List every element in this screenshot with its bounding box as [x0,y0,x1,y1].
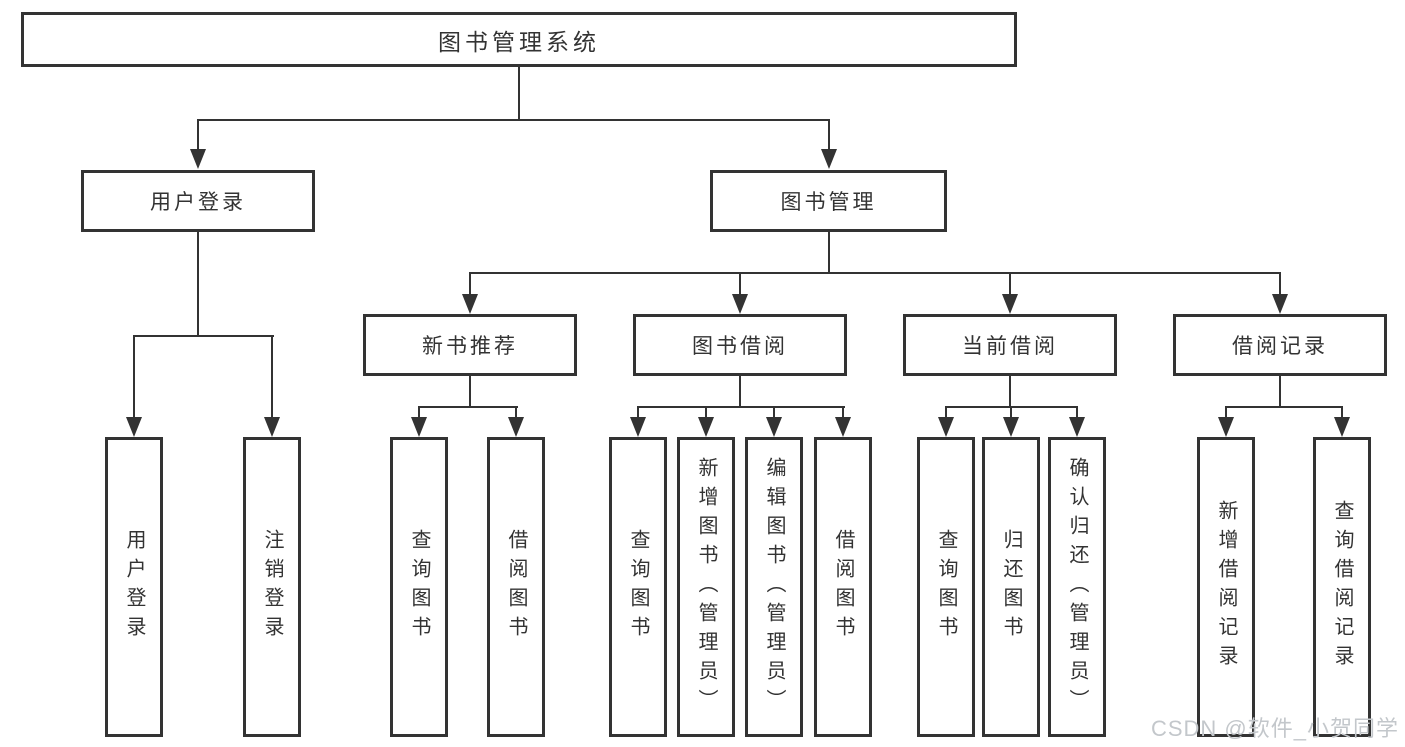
node-borrowing-records: 借阅记录 [1173,314,1387,376]
connector-line [1279,272,1281,295]
node-leaf-logout: 注销登录 [243,437,301,737]
connector-line [1009,376,1011,407]
connector-arrow-down-icon [630,417,646,437]
connector-arrow-down-icon [264,417,280,437]
node-leaf-borrow-books: 借阅图书 [814,437,872,737]
node-leaf-edit-books-admin-label: 编辑图书（管理员） [763,456,785,718]
node-leaf-user-login: 用户登录 [105,437,163,737]
connector-line [1076,406,1078,418]
connector-arrow-down-icon [1334,417,1350,437]
node-leaf-add-borrow-record: 新增借阅记录 [1197,437,1255,737]
connector-line [469,376,471,407]
connector-line [418,406,420,418]
node-leaf-query-books-current: 查询图书 [917,437,975,737]
node-root-system: 图书管理系统 [21,12,1017,67]
node-leaf-return-books: 归还图书 [982,437,1040,737]
connector-arrow-down-icon [1003,417,1019,437]
node-leaf-borrow-books-recommend: 借阅图书 [487,437,545,737]
connector-line [637,406,845,408]
connector-arrow-down-icon [698,417,714,437]
node-leaf-query-books-borrowing: 查询图书 [609,437,667,737]
node-leaf-confirm-return-admin: 确认归还（管理员） [1048,437,1106,737]
connector-line [1225,406,1227,418]
connector-line [1010,406,1012,418]
connector-line [133,335,135,418]
node-book-management: 图书管理 [710,170,947,232]
node-leaf-borrow-books-label: 借阅图书 [832,529,854,645]
connector-arrow-down-icon [1218,417,1234,437]
node-leaf-query-books-recommend: 查询图书 [390,437,448,737]
node-leaf-query-books-borrowing-label: 查询图书 [627,529,649,645]
connector-line [197,232,199,336]
node-leaf-logout-label: 注销登录 [261,529,283,645]
node-book-borrowing: 图书借阅 [633,314,847,376]
node-leaf-query-books-current-label: 查询图书 [935,529,957,645]
connector-line [1279,376,1281,407]
connector-line [469,272,471,295]
connector-arrow-down-icon [126,417,142,437]
connector-line [739,376,741,407]
node-leaf-query-borrow-record: 查询借阅记录 [1313,437,1371,737]
csdn-watermark: CSDN @软件_小贺同学 [1150,716,1399,741]
connector-arrow-down-icon [835,417,851,437]
connector-line [1341,406,1343,418]
node-leaf-confirm-return-admin-label: 确认归还（管理员） [1066,456,1088,718]
connector-line [828,119,830,151]
node-leaf-borrow-books-recommend-label: 借阅图书 [505,529,527,645]
node-leaf-return-books-label: 归还图书 [1000,529,1022,645]
connector-arrow-down-icon [508,417,524,437]
node-current-borrowing: 当前借阅 [903,314,1117,376]
node-leaf-add-books-admin: 新增图书（管理员） [677,437,735,737]
connector-arrow-down-icon [1069,417,1085,437]
connector-line [469,272,1281,274]
connector-arrow-down-icon [1272,294,1288,314]
connector-line [197,119,199,151]
node-user-login: 用户登录 [81,170,315,232]
connector-line [705,406,707,418]
connector-line [828,232,830,273]
node-leaf-add-books-admin-label: 新增图书（管理员） [695,456,717,718]
connector-arrow-down-icon [462,294,478,314]
connector-line [133,335,274,337]
connector-line [518,67,520,120]
node-leaf-query-books-recommend-label: 查询图书 [408,529,430,645]
connector-line [773,406,775,418]
connector-line [515,406,517,418]
connector-arrow-down-icon [411,417,427,437]
connector-line [197,119,830,121]
connector-line [739,272,741,295]
connector-arrow-down-icon [766,417,782,437]
connector-arrow-down-icon [190,149,206,169]
connector-line [1225,406,1343,408]
connector-line [1009,272,1011,295]
node-leaf-query-borrow-record-label: 查询借阅记录 [1331,500,1353,674]
connector-line [418,406,518,408]
connector-arrow-down-icon [1002,294,1018,314]
connector-arrow-down-icon [821,149,837,169]
connector-line [842,406,844,418]
connector-line [945,406,947,418]
node-leaf-user-login-label: 用户登录 [123,529,145,645]
node-new-book-recommend: 新书推荐 [363,314,577,376]
connector-line [637,406,639,418]
node-leaf-edit-books-admin: 编辑图书（管理员） [745,437,803,737]
connector-arrow-down-icon [938,417,954,437]
connector-line [271,335,273,418]
connector-arrow-down-icon [732,294,748,314]
node-leaf-add-borrow-record-label: 新增借阅记录 [1215,500,1237,674]
